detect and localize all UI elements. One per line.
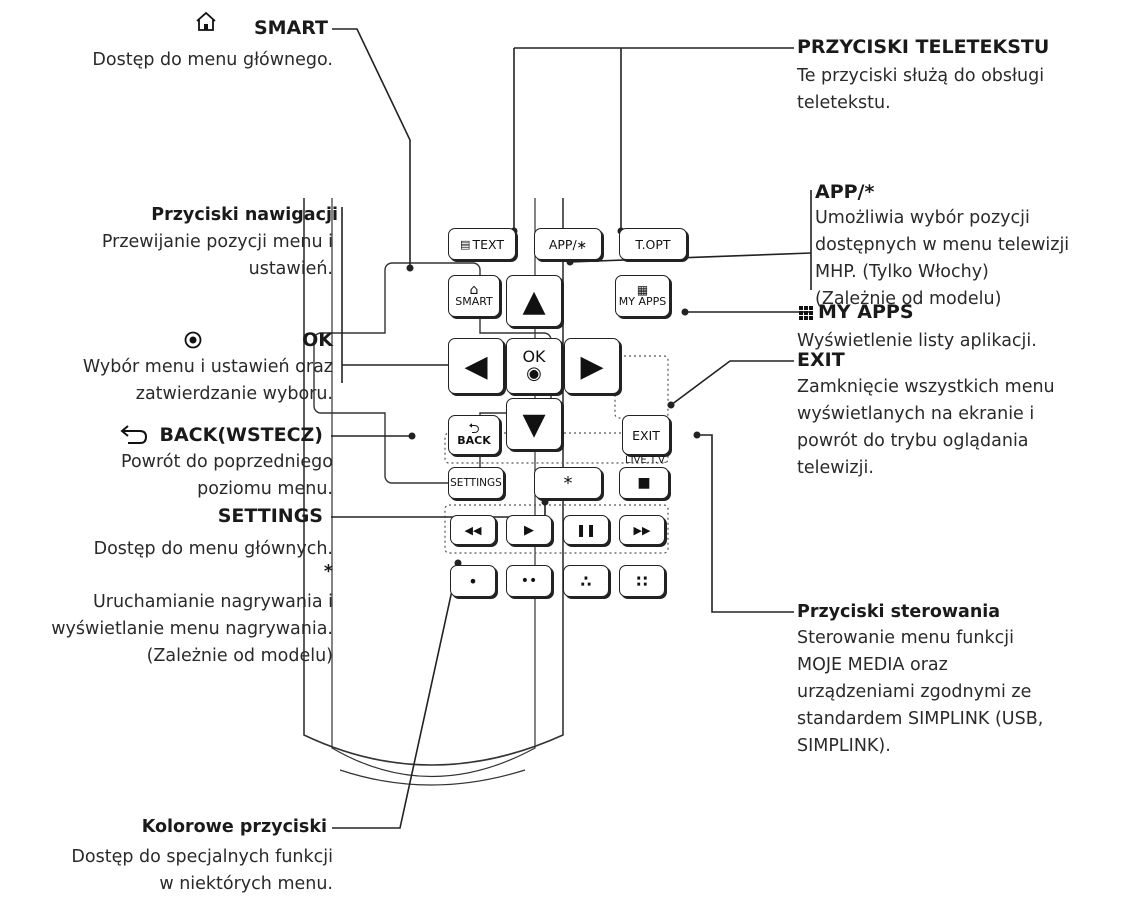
live-tv-button[interactable]: ■ xyxy=(619,467,669,499)
app-button-label: APP/∗ xyxy=(548,236,588,252)
three-dots-icon: ∴ xyxy=(580,571,592,591)
grid-icon xyxy=(799,306,813,320)
teletext-desc-2: teletekstu. xyxy=(797,93,891,113)
nav-desc-2: ustawień. xyxy=(248,259,333,279)
back-button[interactable]: ⮌ BACK xyxy=(448,415,500,455)
play-icon: ▶ xyxy=(524,522,534,538)
color-button-2[interactable]: •• xyxy=(506,565,552,597)
exit-label: EXIT xyxy=(797,349,845,371)
topt-button[interactable]: T.OPT xyxy=(619,228,687,260)
app-label: APP/* xyxy=(815,181,875,203)
grid-icon: ▦ xyxy=(636,283,649,297)
stop-icon: ■ xyxy=(637,475,651,491)
nav-desc-1: Przewijanie pozycji menu i xyxy=(101,232,333,252)
star-button-label: * xyxy=(563,472,573,494)
smart-button-label: SMART xyxy=(455,295,493,308)
ok-label: OK xyxy=(302,329,333,351)
fast-forward-button[interactable]: ▶▶ xyxy=(619,515,665,545)
color-button-4[interactable]: ∷ xyxy=(619,565,665,597)
app-desc-4: (Zależnie od modelu) xyxy=(815,289,1002,309)
settings-button-label: SETTINGS xyxy=(450,477,502,489)
star-desc-1: Uruchamianie nagrywania i xyxy=(92,592,333,612)
text-button[interactable]: ▤TEXT xyxy=(448,228,516,260)
ok-target-icon xyxy=(184,331,202,349)
two-dots-icon: •• xyxy=(520,573,538,589)
app-button[interactable]: APP/∗ xyxy=(534,228,602,260)
right-button[interactable]: ▶ xyxy=(564,338,620,394)
color-button-1[interactable]: • xyxy=(450,565,496,597)
fast-forward-icon: ▶▶ xyxy=(633,523,651,537)
back-label: BACK(WSTECZ) xyxy=(159,424,323,446)
myapps-desc: Wyświetlenie listy aplikacji. xyxy=(797,331,1037,351)
exit-desc-2: wyświetlanych na ekranie i xyxy=(797,404,1035,424)
ok-target-icon: ◉ xyxy=(526,363,542,384)
ok-button-label: OK xyxy=(522,347,546,366)
exit-button[interactable]: EXIT xyxy=(622,415,670,455)
down-button[interactable]: ▼ xyxy=(506,398,562,450)
teletext-desc-1: Te przyciski służą do obsługi xyxy=(797,66,1045,86)
colour-label: Kolorowe przyciski xyxy=(141,817,327,837)
control-desc-5: SIMPLINK). xyxy=(797,736,891,756)
pause-button[interactable]: ❚❚ xyxy=(563,515,609,545)
exit-desc-1: Zamknięcie wszystkich menu xyxy=(797,377,1055,397)
back-arrow-icon: ⮌ xyxy=(468,421,480,437)
colour-desc-1: Dostęp do specjalnych funkcji xyxy=(71,847,333,867)
settings-desc: Dostęp do menu głównych. xyxy=(93,539,333,559)
remote-body-outline xyxy=(303,198,564,766)
remote-inner-outline xyxy=(331,198,536,777)
ok-desc-1: Wybór menu i ustawień oraz xyxy=(82,357,333,377)
myapps-button[interactable]: ▦ MY APPS xyxy=(615,275,670,317)
play-button[interactable]: ▶ xyxy=(506,515,552,545)
nav-label: Przyciski nawigacji xyxy=(151,205,338,225)
one-dot-icon: • xyxy=(468,571,478,591)
pause-icon: ❚❚ xyxy=(575,523,597,537)
left-button[interactable]: ◀ xyxy=(448,338,504,394)
live-tv-label: LIVE.T.V. xyxy=(625,455,667,466)
back-desc-2: poziomu menu. xyxy=(197,479,333,499)
home-icon xyxy=(196,11,216,31)
myapps-button-label: MY APPS xyxy=(618,295,667,308)
topt-button-label: T.OPT xyxy=(635,236,671,252)
control-desc-2: MOJE MEDIA oraz xyxy=(797,655,948,675)
star-desc-2: wyświetlanie menu nagrywania. xyxy=(51,619,333,639)
control-label: Przyciski sterowania xyxy=(797,602,1001,622)
app-desc-1: Umożliwia wybór pozycji xyxy=(815,208,1030,228)
settings-label: SETTINGS xyxy=(217,505,323,527)
control-desc-3: urządzeniami zgodnymi ze xyxy=(797,682,1032,702)
colour-desc-2: w niektórych menu. xyxy=(159,874,333,894)
app-desc-3: MHP. (Tylko Włochy) xyxy=(815,262,989,282)
control-desc-4: standardem SIMPLINK (USB, xyxy=(797,709,1044,729)
star-desc-3: (Zależnie od modelu) xyxy=(146,646,333,666)
control-desc-1: Sterowanie menu funkcji xyxy=(797,628,1014,648)
teletext-label: PRZYCISKI TELETEKSTU xyxy=(797,36,1050,58)
smart-desc: Dostęp do menu głównego. xyxy=(92,50,333,70)
back-button-label: BACK xyxy=(457,434,491,447)
four-dots-icon: ∷ xyxy=(636,571,648,591)
smart-label: SMART xyxy=(253,17,328,39)
back-desc-1: Powrót do poprzedniego xyxy=(121,452,333,472)
rewind-button[interactable]: ◀◀ xyxy=(450,515,496,545)
ok-button[interactable]: OK ◉ xyxy=(506,338,562,394)
home-icon: ⌂ xyxy=(469,282,479,298)
text-button-label: TEXT xyxy=(472,236,504,252)
star-label: * xyxy=(323,562,333,582)
myapps-label: MY APPS xyxy=(818,301,914,323)
exit-button-label: EXIT xyxy=(632,427,660,443)
ok-desc-2: zatwierdzanie wyboru. xyxy=(135,384,333,404)
app-desc-2: dostępnych w menu telewizji xyxy=(815,235,1070,255)
exit-desc-4: telewizji. xyxy=(797,458,874,478)
rewind-icon: ◀◀ xyxy=(464,523,482,537)
settings-button[interactable]: SETTINGS xyxy=(448,467,504,499)
color-button-3[interactable]: ∴ xyxy=(563,565,609,597)
up-button[interactable]: ▲ xyxy=(506,275,562,327)
smart-button[interactable]: ⌂ SMART xyxy=(448,275,500,317)
back-arrow-icon xyxy=(120,425,148,444)
exit-desc-3: powrót do trybu oglądania xyxy=(797,431,1029,451)
star-button[interactable]: * xyxy=(534,467,602,499)
